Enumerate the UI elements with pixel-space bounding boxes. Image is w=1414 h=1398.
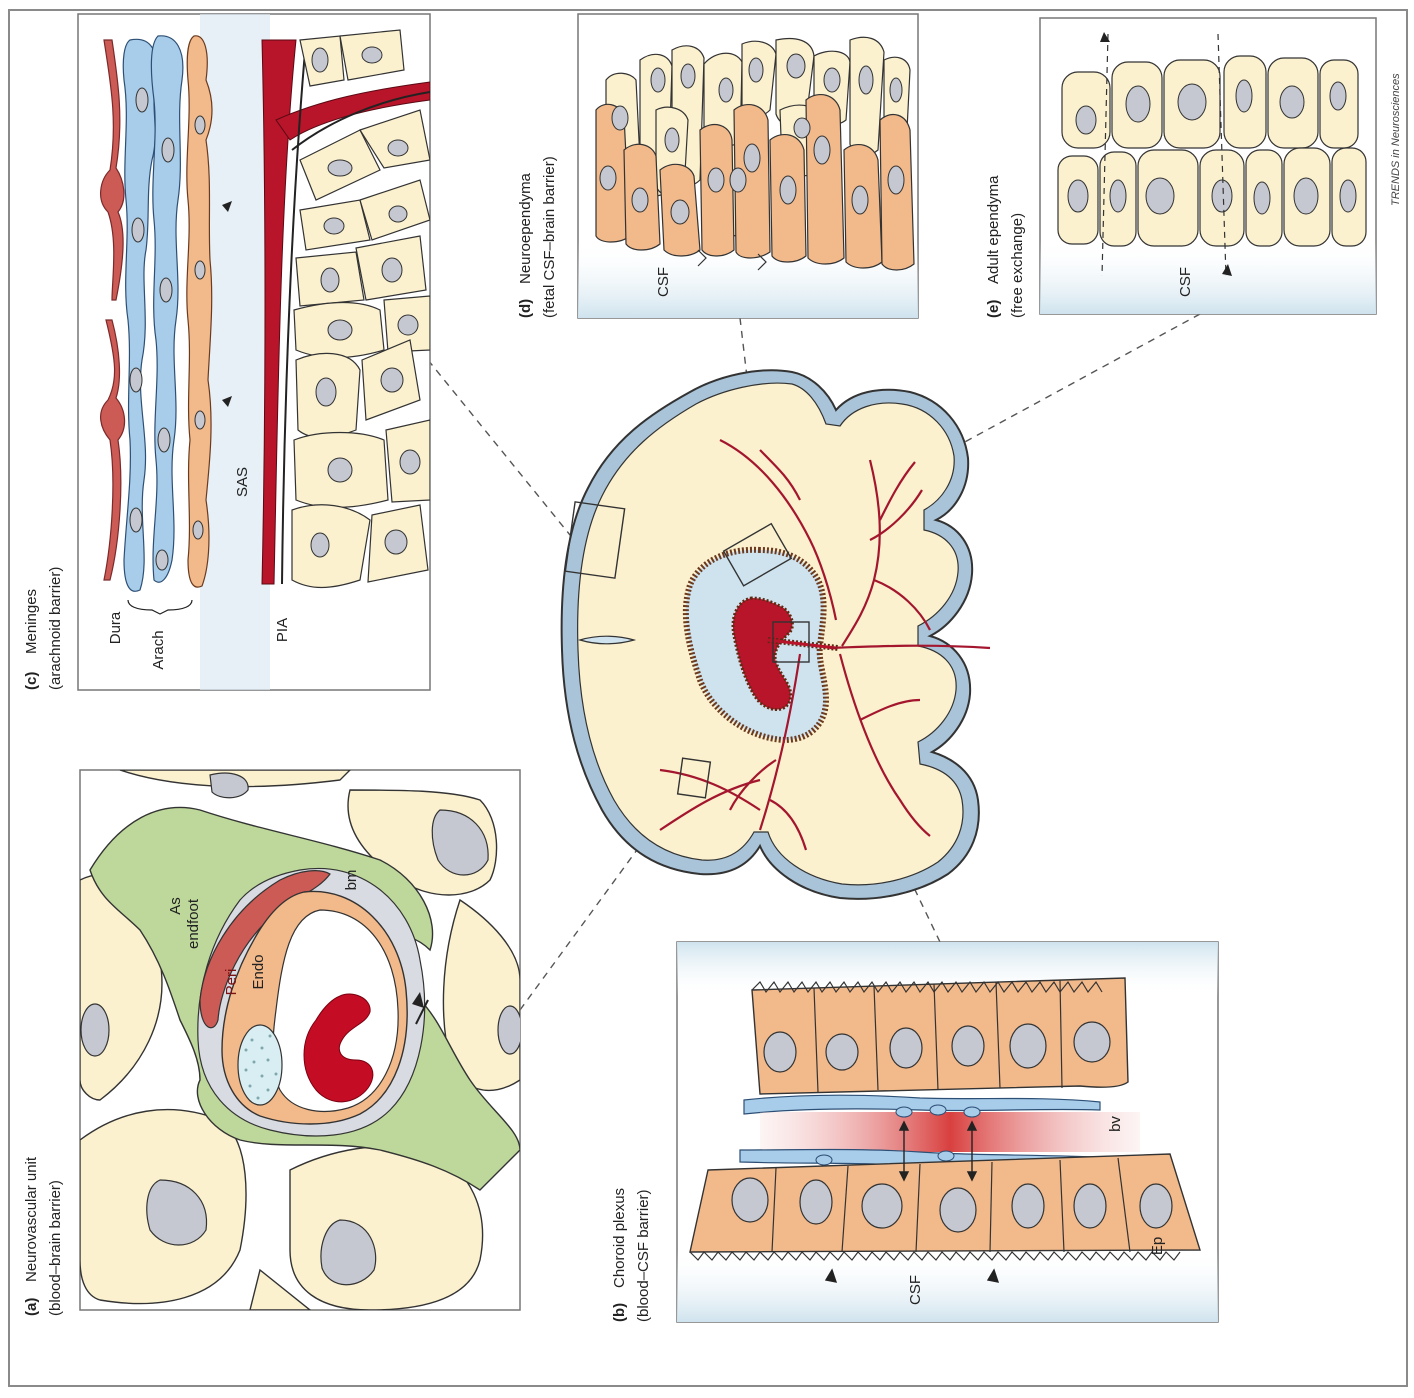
panel-e-letter: (e) — [985, 300, 1002, 318]
panel-a-letter: (a) — [23, 1298, 40, 1316]
panel-a-neurovascular: As endfoot Peri Endo bm — [80, 770, 522, 1310]
label-pia: PIA — [274, 618, 291, 642]
label-ep: Ep — [1149, 1237, 1166, 1255]
label-endfoot: endfoot — [185, 898, 202, 949]
label-csf-d: CSF — [655, 267, 672, 297]
panel-d-letter: (d) — [517, 299, 534, 318]
label-csf-e: CSF — [1177, 267, 1194, 297]
panel-c-subtitle: (arachnoid barrier) — [47, 567, 64, 690]
panel-b-subtitle: (blood–CSF barrier) — [635, 1189, 652, 1322]
label-dura: Dura — [107, 611, 124, 644]
panel-d-title: Neuroependyma — [517, 172, 534, 284]
panel-e-adult-ependyma: CSF — [1040, 18, 1376, 314]
panel-e-title: Adult ependyma — [985, 175, 1002, 284]
panel-a-title: Neurovascular unit — [23, 1156, 40, 1282]
label-csf-b: CSF — [907, 1275, 924, 1305]
label-as: As — [167, 897, 184, 915]
panel-b-choroid-plexus: bv Ep CSF — [677, 942, 1218, 1322]
label-bv: bv — [1107, 1116, 1124, 1132]
panel-b-title: Choroid plexus — [611, 1188, 628, 1288]
panel-d-subtitle: (fetal CSF–brain barrier) — [541, 156, 558, 318]
panel-c-meninges: Dura Arach SAS PIA — [78, 14, 430, 690]
brain-section — [562, 370, 990, 899]
credit-text: TRENDS in Neurosciences — [1390, 73, 1402, 206]
label-endo: Endo — [250, 954, 267, 989]
panel-a-subtitle: (blood–brain barrier) — [47, 1180, 64, 1316]
panel-c-title: Meninges — [23, 589, 40, 654]
label-sas: SAS — [234, 467, 251, 497]
label-arach: Arach — [150, 630, 167, 669]
label-bm: bm — [343, 870, 360, 891]
panel-c-letter: (c) — [23, 672, 40, 690]
panel-e-subtitle: (free exchange) — [1009, 213, 1026, 318]
label-peri: Peri — [223, 969, 240, 996]
panel-b-letter: (b) — [611, 1303, 628, 1322]
panel-d-neuroependyma: CSF — [578, 14, 918, 318]
